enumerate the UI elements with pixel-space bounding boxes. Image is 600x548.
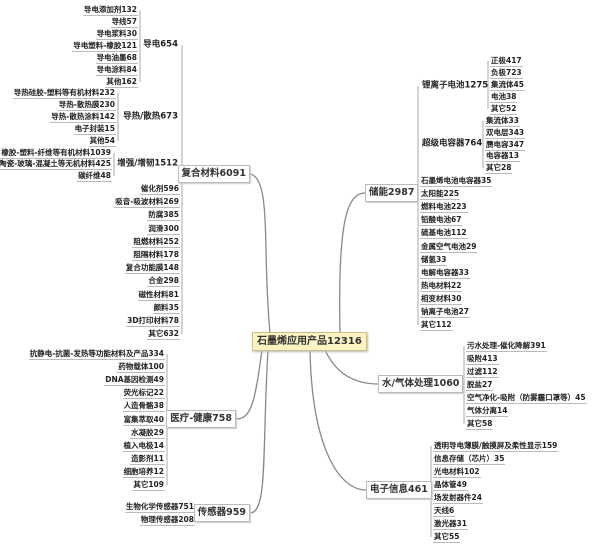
leaf-item[interactable]: 天线6: [433, 506, 456, 517]
leaf-item[interactable]: 光电材料102: [433, 467, 481, 478]
leaf-item[interactable]: 硫基电池112: [420, 228, 468, 240]
leaf-item[interactable]: 抗静电-抗菌-发热等功能材料及产品334: [28, 349, 165, 360]
leaf-item[interactable]: 其它632: [147, 329, 180, 341]
leaf-item[interactable]: 其它55: [433, 532, 461, 543]
leaf-item[interactable]: 正极417: [490, 56, 523, 67]
branch-node[interactable]: 水/气体处理1060: [378, 375, 464, 393]
branch-curve: [249, 349, 269, 514]
branch-node[interactable]: 医疗-健康758: [166, 410, 236, 428]
leaf-item[interactable]: 导电浆料30: [95, 29, 138, 40]
leaf-item[interactable]: 碳纤维48: [77, 171, 112, 182]
leaf-item[interactable]: 其他162: [105, 77, 138, 88]
leaf-item[interactable]: 物理传感器208: [139, 515, 195, 526]
leaf-item[interactable]: 场发射器件24: [433, 493, 483, 504]
leaf-item[interactable]: 阻隔材料178: [132, 250, 180, 261]
leaf-item[interactable]: 导热-散热涂料142: [50, 112, 116, 123]
branch-node[interactable]: 传感器959: [193, 504, 250, 522]
leaf-item[interactable]: 陶瓷-玻璃-混凝土等无机材料425: [0, 159, 112, 170]
leaf-item[interactable]: 燃料电池223: [420, 202, 468, 214]
leaf-item[interactable]: 吸附413: [466, 354, 499, 365]
leaf-item[interactable]: 导电油墨68: [95, 53, 138, 64]
sub-topic[interactable]: 导热/散热673: [123, 111, 178, 122]
leaf-item[interactable]: 颜料35: [152, 302, 180, 314]
leaf-item[interactable]: 脱盐27: [466, 380, 494, 391]
leaf-item[interactable]: 吸音-吸波材料269: [114, 197, 180, 209]
leaf-item[interactable]: 集流体33: [485, 116, 520, 127]
leaf-item[interactable]: 合金298: [147, 276, 180, 288]
leaf-item[interactable]: 导线57: [110, 17, 138, 28]
leaf-item[interactable]: 其它52: [490, 104, 518, 115]
leaf-item[interactable]: 植入电极14: [122, 440, 165, 452]
leaf-item[interactable]: DNA基因检测49: [104, 375, 165, 387]
leaf-item[interactable]: 导热硅胶-塑料等有机材料232: [12, 88, 116, 99]
leaf-item[interactable]: 双电层343: [485, 127, 526, 139]
leaf-item[interactable]: 太阳能225: [420, 189, 461, 201]
leaf-item[interactable]: 气体分离14: [466, 406, 509, 417]
leaf-item[interactable]: 污水处理-催化降解391: [466, 341, 547, 352]
leaf-item[interactable]: 复合功能膜148: [124, 263, 180, 275]
branch-node[interactable]: 电子信息461: [366, 481, 432, 499]
leaf-item[interactable]: 集流体45: [490, 80, 525, 91]
branch-node[interactable]: 复合材料6091: [177, 165, 250, 183]
leaf-item[interactable]: 导电塑料-橡胶121: [72, 41, 138, 52]
leaf-item[interactable]: 热电材料22: [420, 280, 463, 292]
leaf-item[interactable]: 铅酸电池67: [420, 215, 463, 227]
leaf-item[interactable]: 荧光标记22: [122, 388, 165, 400]
leaf-item[interactable]: 信息存储（芯片）35: [433, 454, 506, 465]
leaf-item[interactable]: 电子封装15: [73, 124, 116, 135]
leaf-item[interactable]: 其它58: [466, 419, 494, 430]
branch-curve: [309, 349, 367, 491]
leaf-item[interactable]: 细胞培养12: [122, 466, 165, 478]
leaf-item[interactable]: 富集萃取40: [122, 414, 165, 426]
branch-curve: [324, 349, 379, 385]
leaf-item[interactable]: 石墨烯电池电容器35: [420, 176, 493, 187]
leaf-item[interactable]: 导电涂料84: [95, 65, 138, 76]
leaf-item[interactable]: 激光器31: [433, 519, 468, 530]
leaf-item[interactable]: 防腐385: [147, 210, 180, 222]
leaf-item[interactable]: 导热-散热膜230: [57, 100, 116, 111]
sub-topic[interactable]: 导电654: [143, 39, 178, 50]
sub-topic[interactable]: 增强/增韧1512: [117, 158, 178, 169]
leaf-item[interactable]: 橡胶-塑料-纤维等有机材料1039: [0, 148, 112, 159]
leaf-item[interactable]: 导电添加剂132: [82, 5, 138, 16]
leaf-item[interactable]: 其它109: [132, 480, 165, 491]
leaf-item[interactable]: 催化剂596: [139, 184, 180, 195]
leaf-item[interactable]: 金属空气电池29: [420, 241, 478, 253]
leaf-item[interactable]: 电容器13: [485, 151, 520, 163]
leaf-item[interactable]: 3D打印材料78: [126, 316, 180, 327]
leaf-item[interactable]: 其他54: [88, 136, 116, 147]
leaf-item[interactable]: 生物化学传感器751: [124, 502, 195, 513]
branch-curve: [249, 173, 271, 334]
leaf-item[interactable]: 过滤112: [466, 367, 499, 378]
leaf-item[interactable]: 负极723: [490, 68, 523, 79]
leaf-item[interactable]: 赝电容347: [485, 139, 526, 151]
branch-curve: [235, 349, 263, 420]
branch-node[interactable]: 储能2987: [365, 184, 419, 202]
leaf-item[interactable]: 润滑300: [147, 223, 180, 235]
leaf-item[interactable]: 透明导电薄膜/触摸屏及柔性显示159: [433, 441, 559, 452]
leaf-item[interactable]: 电解电容器33: [420, 267, 470, 279]
sub-topic[interactable]: 锂离子电池1275: [422, 80, 489, 91]
root-node[interactable]: 石墨烯应用产品12316: [252, 332, 367, 351]
leaf-item[interactable]: 钠离子电池27: [420, 307, 470, 318]
leaf-item[interactable]: 磁性材料81: [137, 289, 180, 301]
sub-topic[interactable]: 超级电容器764: [422, 138, 483, 149]
branch-curve: [339, 192, 366, 334]
leaf-item[interactable]: 水凝胶29: [130, 427, 165, 439]
leaf-item[interactable]: 空气净化-吸附（防雾霾口罩等）45: [466, 393, 587, 404]
leaf-item[interactable]: 药物载体100: [117, 362, 165, 374]
leaf-item[interactable]: 相变材料30: [420, 293, 463, 305]
leaf-item[interactable]: 人造骨骼38: [122, 401, 165, 413]
leaf-item[interactable]: 阻燃材料252: [132, 236, 180, 248]
leaf-item[interactable]: 造影剂11: [130, 453, 165, 465]
leaf-item[interactable]: 其它112: [420, 320, 453, 332]
leaf-item[interactable]: 晶体管49: [433, 480, 468, 491]
leaf-item[interactable]: 电池38: [490, 92, 518, 103]
leaf-item[interactable]: 储氢33: [420, 254, 448, 266]
leaf-item[interactable]: 其它28: [485, 163, 513, 175]
